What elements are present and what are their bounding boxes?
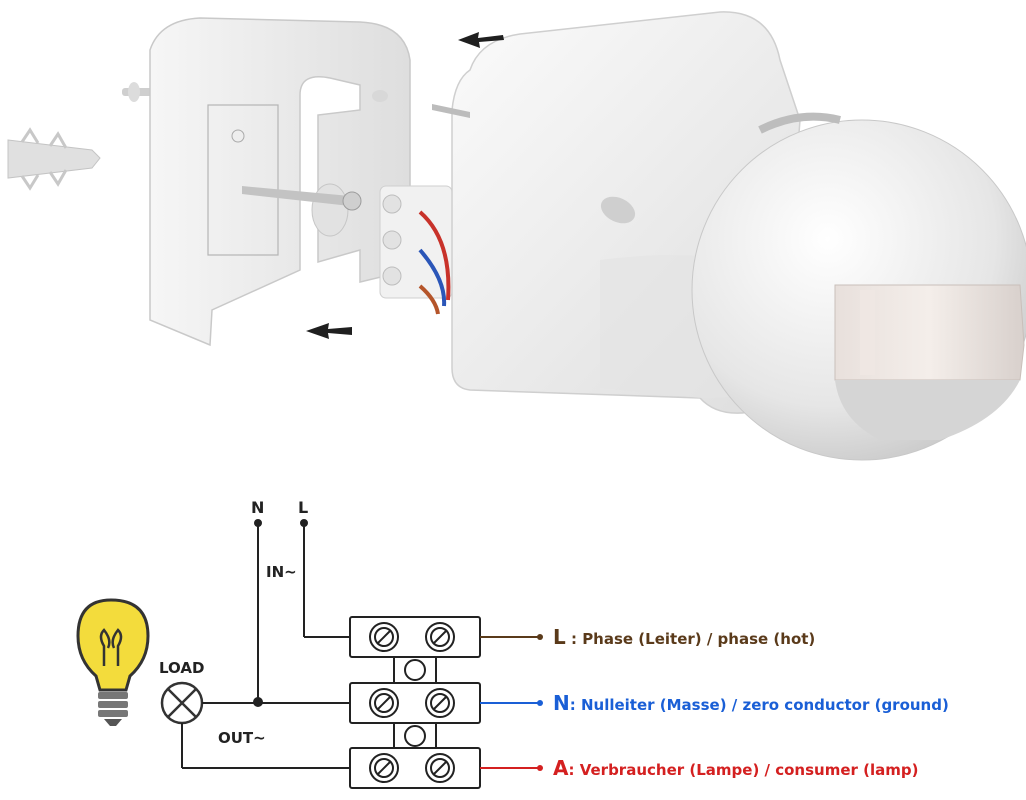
- terminal-a-text: : Verbraucher (Lampe) / consumer (lamp): [568, 761, 918, 779]
- terminal-screws: [369, 622, 455, 783]
- sensor-dome: [691, 112, 1026, 461]
- in-label: IN~: [266, 563, 297, 581]
- out-label: OUT~: [218, 729, 266, 747]
- terminal-n-text: : Nulleiter (Masse) / zero conductor (gr…: [570, 696, 949, 714]
- screw-icon: [242, 186, 362, 211]
- input-l-label: L: [298, 498, 308, 517]
- terminal-l-letter: L: [553, 625, 566, 649]
- terminal-n-letter: N: [553, 691, 570, 715]
- terminal-l-text: : Phase (Leiter) / phase (hot): [566, 630, 816, 648]
- back-plate: [149, 17, 411, 347]
- terminal-block: [379, 185, 453, 315]
- terminal-a-description: A: Verbraucher (Lampe) / consumer (lamp): [553, 756, 918, 780]
- load-label: LOAD: [159, 659, 204, 677]
- input-n-label: N: [251, 498, 264, 517]
- screw-icon: [122, 82, 156, 102]
- wiring-diagram: N L IN~ OUT~ LOAD L : Phase (Leiter) / p…: [76, 498, 949, 789]
- light-bulb-icon: [76, 598, 150, 726]
- diagram-wires: [181, 519, 350, 769]
- left-arrow-icon: [458, 32, 504, 48]
- phase-leader-dot: [537, 634, 543, 640]
- neutral-leader-dot: [537, 700, 543, 706]
- left-arrow-icon: [306, 323, 352, 339]
- lamp-cross-symbol-icon: [160, 681, 204, 725]
- wall-plug-icon: [7, 127, 101, 191]
- consumer-leader-dot: [537, 765, 543, 771]
- terminal-l-description: L : Phase (Leiter) / phase (hot): [553, 625, 815, 649]
- terminal-a-letter: A: [553, 756, 569, 780]
- terminal-n-description: N: Nulleiter (Masse) / zero conductor (g…: [553, 691, 949, 715]
- screw-icon: [432, 104, 470, 118]
